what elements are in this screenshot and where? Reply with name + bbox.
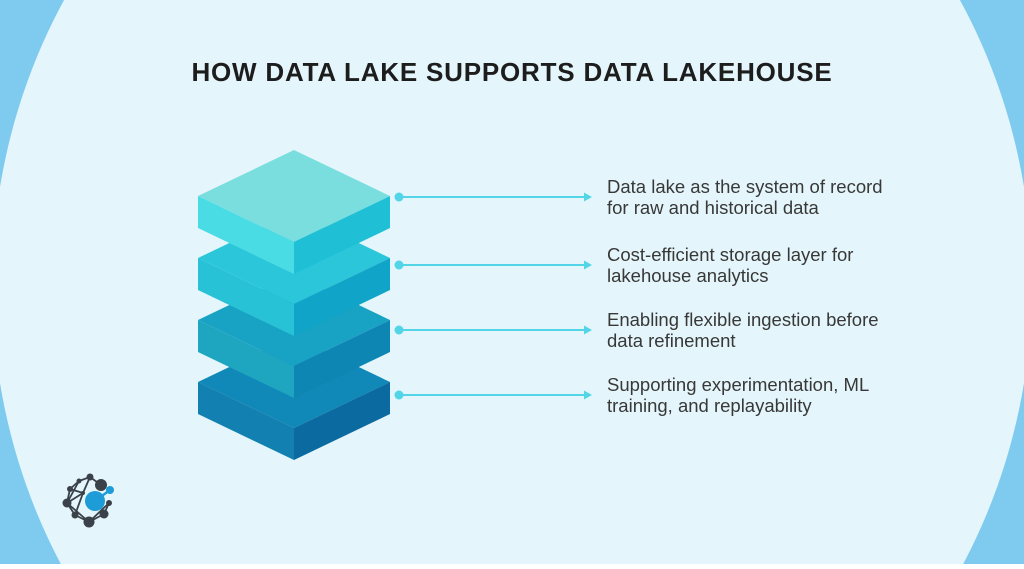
- layer-1-right-face: [294, 196, 390, 274]
- layer-1-left-face: [198, 196, 294, 274]
- layer-3-left-face: [198, 320, 294, 398]
- layer-4-left-face: [198, 382, 294, 460]
- annotation-line: training, and replayability: [607, 395, 812, 416]
- annotation-line: lakehouse analytics: [607, 265, 769, 286]
- connector-1: [394, 192, 592, 202]
- connector-1-arrow-icon: [584, 192, 592, 202]
- connector-3-dot: [394, 325, 404, 335]
- connector-3: [394, 325, 592, 335]
- layer-2-right-face: [294, 258, 390, 336]
- page-title: HOW DATA LAKE SUPPORTS DATA LAKEHOUSE: [191, 57, 833, 87]
- connector-2-arrow-icon: [584, 260, 592, 270]
- annotation-line: Enabling flexible ingestion before: [607, 308, 879, 330]
- bottom-white-strip: [0, 564, 1024, 569]
- annotation-line: data refinement: [607, 330, 736, 351]
- annotation-item-3: Enabling flexible ingestion before data …: [607, 306, 967, 354]
- annotation-line: Cost-efficient storage layer for: [607, 243, 854, 265]
- connector-3-arrow-icon: [584, 325, 592, 335]
- layer-4-right-face: [294, 382, 390, 460]
- connector-4-arrow-icon: [584, 390, 592, 400]
- connector-4: [394, 390, 592, 400]
- annotation-line: for raw and historical data: [607, 197, 819, 218]
- network-graph-logo-icon: [62, 473, 114, 528]
- layer-1-block: [198, 150, 390, 274]
- layer-2-left-face: [198, 258, 294, 336]
- annotation-line: Data lake as the system of record: [607, 175, 883, 197]
- annotation-item-4: Supporting experimentation, ML training,…: [607, 371, 967, 419]
- connector-2-dot: [394, 260, 404, 270]
- annotation-item-2: Cost-efficient storage layer for lakehou…: [607, 241, 967, 289]
- connector-4-dot: [394, 390, 404, 400]
- connector-1-dot: [394, 192, 404, 202]
- layer-3-right-face: [294, 320, 390, 398]
- connector-2: [394, 260, 592, 270]
- annotation-line: Supporting experimentation, ML: [607, 373, 870, 395]
- annotation-item-1: Data lake as the system of record for ra…: [607, 173, 967, 221]
